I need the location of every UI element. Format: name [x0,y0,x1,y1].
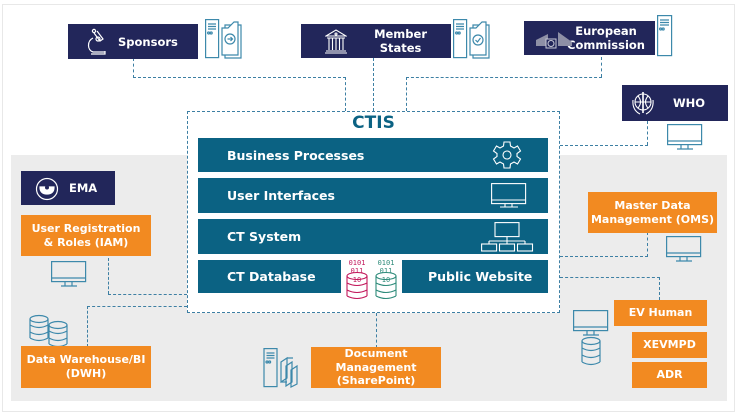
actor-member-states[interactable]: Member States [301,24,451,58]
connector-sponsors-vertical [133,58,134,78]
ctis-layer-user-interfaces[interactable]: User Interfaces [198,178,548,213]
system-document-management[interactable]: Document Management (SharePoint) [311,347,441,388]
connector-oms-horizontal [560,256,648,257]
connector-dwh-horizontal [87,306,187,307]
db-binary-line2: 011 [379,267,393,275]
gear-icon [492,140,522,170]
connector-ev-vertical [659,277,660,300]
ec-building-icon [534,28,574,50]
system-adr[interactable]: ADR [632,362,707,388]
system-xevmpd[interactable]: XEVMPD [632,332,707,358]
network-icon [481,222,535,252]
connector-ec-to-ctis [406,77,407,111]
connector-ec-vertical [601,57,602,77]
ctis-title: CTIS [352,113,395,133]
ctis-layer-ct-database[interactable]: CT Database [198,260,341,293]
system-iam-label: User Registration & Roles (IAM) [31,221,141,249]
public-database-icon: 0101 011 10 [374,259,398,301]
who-monitor-icon [667,124,703,152]
ctis-layer-public-website-label: Public Website [428,269,533,284]
db-binary-line1: 0101 [348,259,366,267]
ctis-layer-ct-database-label: CT Database [227,269,316,284]
system-iam[interactable]: User Registration & Roles (IAM) [21,215,151,256]
connector-dwh-vertical [87,306,88,347]
iam-monitor-icon [51,261,87,289]
connector-ec-horizontal [406,77,602,78]
actor-who-label: WHO [673,96,706,110]
who-emblem-icon [630,90,656,116]
connector-oms-vertical [647,232,648,257]
microscope-icon [85,28,109,56]
ema-logo-icon [35,177,59,201]
ema-label[interactable]: EMA [21,171,115,205]
system-xevmpd-label: XEVMPD [643,338,696,352]
ctis-layer-business-processes[interactable]: Business Processes [198,138,548,172]
ctis-layer-business-processes-label: Business Processes [227,147,365,163]
ctis-layer-user-interfaces-label: User Interfaces [227,188,335,203]
connector-who-vertical [647,121,648,145]
dwh-database-icon [28,314,72,350]
actor-european-commission-label: European Commission [567,23,645,52]
docmgmt-server-books-icon [263,348,309,388]
system-document-management-label: Document Management (SharePoint) [335,346,417,388]
connector-sponsors-to-ctis [345,77,346,111]
ctis-layer-public-website[interactable]: Public Website [402,260,548,293]
connector-who-horizontal [560,145,648,146]
system-dwh-label: Data Warehouse/BI (DWH) [26,353,146,380]
monitor-icon [491,183,527,209]
government-building-icon [325,28,347,54]
ctis-layer-ct-system-label: CT System [227,229,302,244]
connector-member-states [373,58,374,111]
system-dwh[interactable]: Data Warehouse/BI (DWH) [21,346,151,388]
db-binary-line3: 10 [352,276,362,284]
server-document-check-icon [453,19,499,59]
connector-iam-vertical [108,258,109,294]
connector-iam-horizontal [108,294,187,295]
oms-monitor-icon [666,236,702,264]
actor-who[interactable]: WHO [622,85,728,121]
ct-database-icon: 0101 011 10 [345,259,369,301]
diagram-frame [2,4,735,412]
db-binary-line1: 0101 [377,259,395,267]
actor-european-commission[interactable]: European Commission [524,21,655,55]
system-ev-human[interactable]: EV Human [614,300,707,326]
ev-monitor-database-icon [573,310,609,368]
system-oms-label: Master Data Management (OMS) [590,198,715,226]
ctis-layer-ct-system[interactable]: CT System [198,219,548,254]
server-icon [657,15,673,57]
connector-ev-horizontal [560,277,660,278]
system-adr-label: ADR [656,368,683,382]
db-binary-line2: 011 [350,267,364,275]
connector-sponsors-horizontal [133,77,346,78]
db-binary-line3: 10 [381,276,391,284]
connector-docmgmt-vertical [376,313,377,348]
actor-member-states-label: Member States [374,26,427,55]
ema-label-text: EMA [69,181,98,195]
actor-sponsors[interactable]: Sponsors [68,24,198,59]
system-oms[interactable]: Master Data Management (OMS) [588,192,717,233]
actor-sponsors-label: Sponsors [118,34,178,49]
system-ev-human-label: EV Human [628,306,693,320]
server-document-icon [205,19,251,59]
